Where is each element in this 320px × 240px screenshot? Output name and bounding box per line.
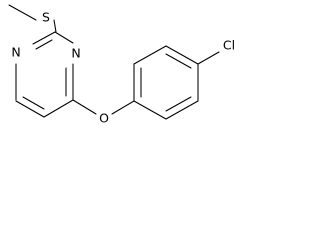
bond-ar5-ar6-inner xyxy=(165,96,192,112)
bond-ar4-chlorine xyxy=(197,51,220,65)
bond-oxygen-phenyl xyxy=(111,100,135,115)
bond-ar3-ar4-inner xyxy=(165,53,192,69)
nitrogen-atom-label-1: N xyxy=(11,45,20,60)
sulfur-atom-label: S xyxy=(42,10,50,25)
structure-diagram: S N N O Cl xyxy=(8,4,236,126)
bond-sulfur-c2 xyxy=(53,19,57,33)
bond-c6-c5-inner xyxy=(22,96,45,110)
bond-c4-oxygen xyxy=(72,99,97,115)
oxygen-atom-label: O xyxy=(99,111,109,126)
bond-c2-n3 xyxy=(54,31,74,44)
bond-ar2-ar3 xyxy=(133,45,167,65)
bond-methyl-sulfur xyxy=(8,4,37,21)
bond-c6-c5-outer xyxy=(15,100,45,118)
bond-ar6-ar1 xyxy=(133,100,167,120)
chlorine-atom-label: Cl xyxy=(223,38,235,53)
bond-c2-n1-outer xyxy=(32,31,56,45)
bond-c2-n1-inner xyxy=(35,39,53,50)
bond-ar5-ar6 xyxy=(165,100,199,120)
nitrogen-atom-label-3: N xyxy=(71,46,80,61)
molecule-svg: S N N O Cl xyxy=(8,4,235,126)
bond-ar3-ar4 xyxy=(165,45,199,65)
bond-c5-c4 xyxy=(43,99,74,118)
